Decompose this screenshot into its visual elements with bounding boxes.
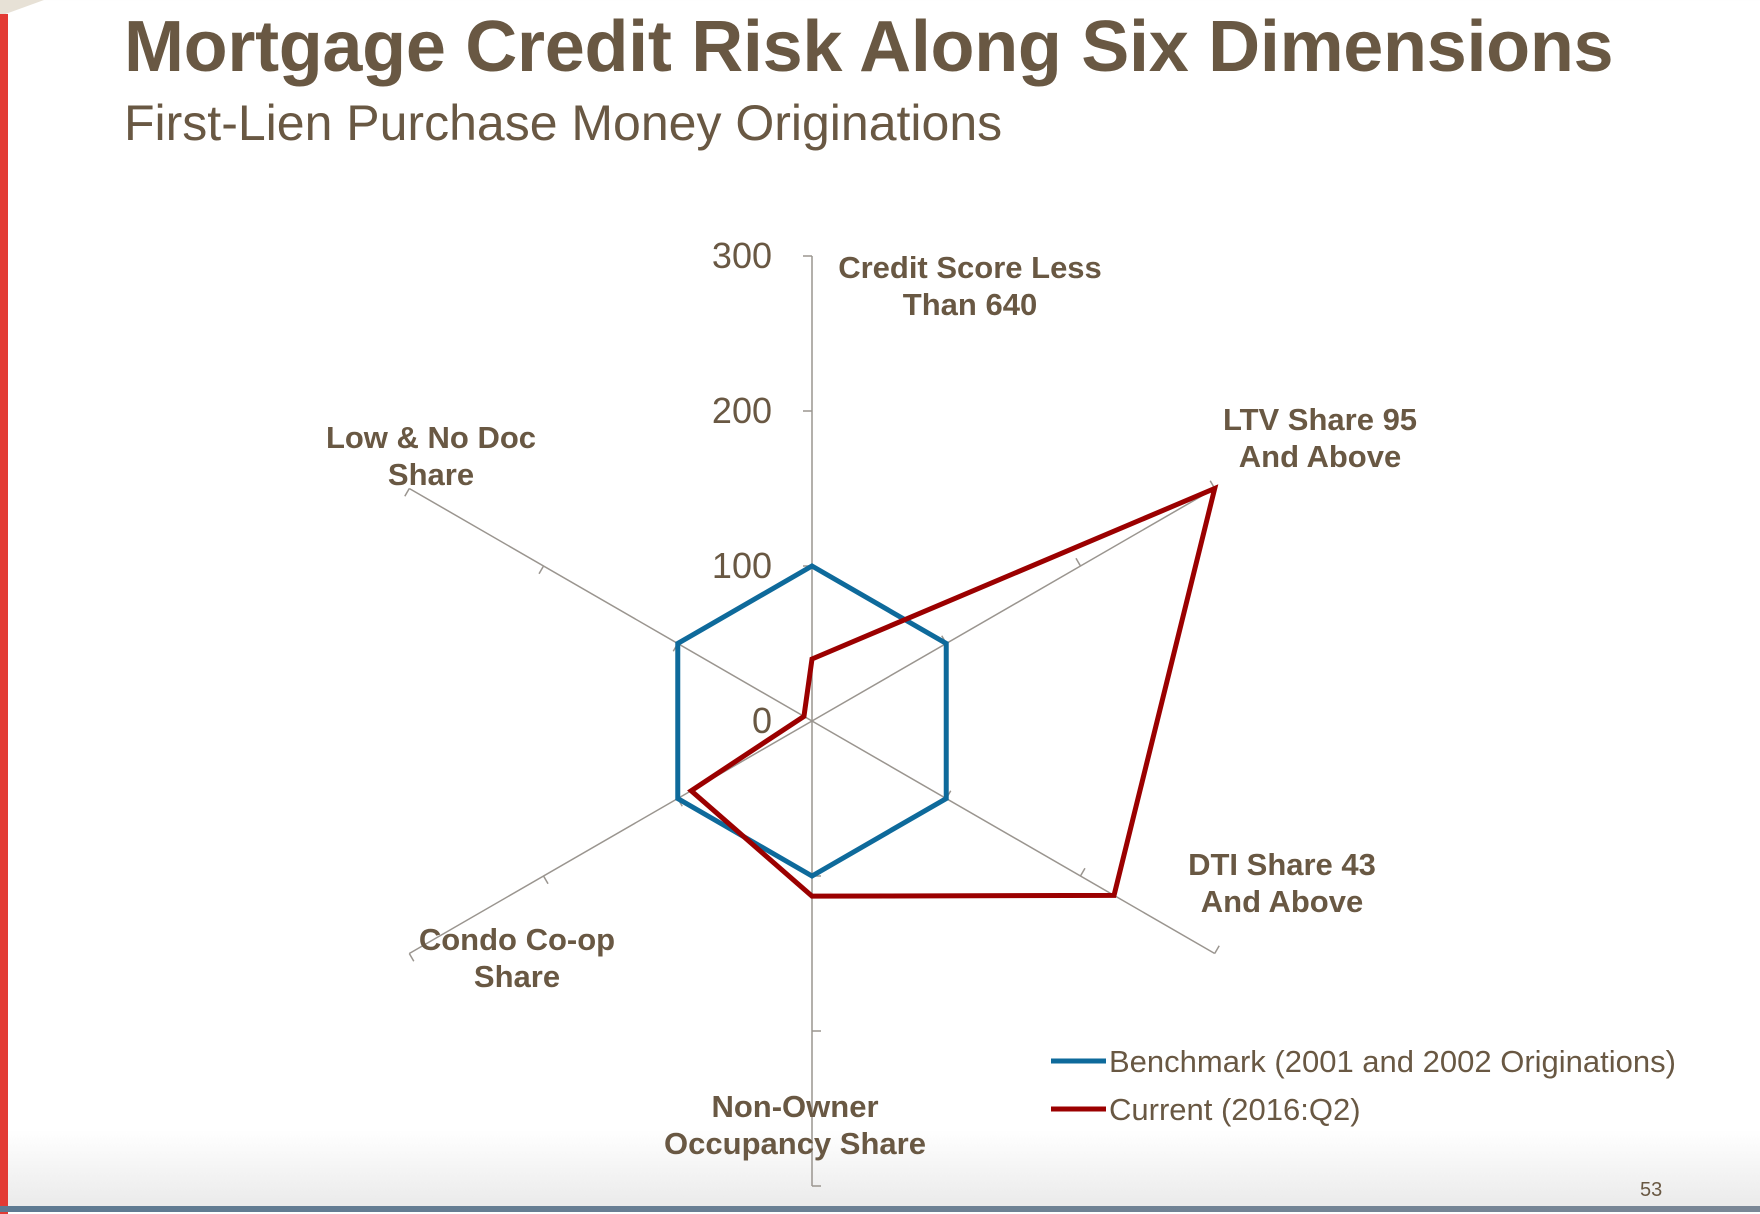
tick-label: 300	[712, 235, 772, 276]
axis-line	[812, 489, 1215, 722]
legend-label: Benchmark (2001 and 2002 Originations)	[1109, 1044, 1676, 1079]
tick-label: 0	[752, 700, 772, 741]
axis-label-line: Occupancy Share	[664, 1126, 926, 1161]
tick-label: 200	[712, 390, 772, 431]
axis-line	[812, 721, 1215, 954]
axis-tick-mark	[544, 876, 549, 884]
axis-tick-mark	[539, 566, 544, 574]
axis-label-line: Low & No Doc	[326, 420, 536, 455]
bottom-bar	[0, 1206, 1760, 1212]
axis-tick-mark	[1215, 946, 1220, 954]
axis-tick-mark	[1080, 868, 1085, 876]
axis-label-line: And Above	[1201, 884, 1363, 919]
page-number: 53	[1640, 1178, 1662, 1202]
axis-label-line: Share	[474, 959, 560, 994]
legend-label: Current (2016:Q2)	[1109, 1092, 1361, 1127]
axis-label-line: LTV Share 95	[1223, 402, 1417, 437]
axis-tick-mark	[1076, 558, 1081, 566]
tick-label: 100	[712, 545, 772, 586]
axis-label-line: And Above	[1239, 439, 1401, 474]
axis-label-line: Than 640	[903, 287, 1037, 322]
axis-label-line: Share	[388, 457, 474, 492]
axis-label-line: Credit Score Less	[838, 250, 1102, 285]
axis-label-line: Condo Co-op	[419, 922, 615, 957]
axis-label-line: DTI Share 43	[1188, 847, 1376, 882]
axis-tick-mark	[409, 954, 414, 962]
axis-label-line: Non-Owner	[711, 1089, 878, 1124]
axis-line	[409, 489, 812, 722]
axis-line	[409, 721, 812, 954]
